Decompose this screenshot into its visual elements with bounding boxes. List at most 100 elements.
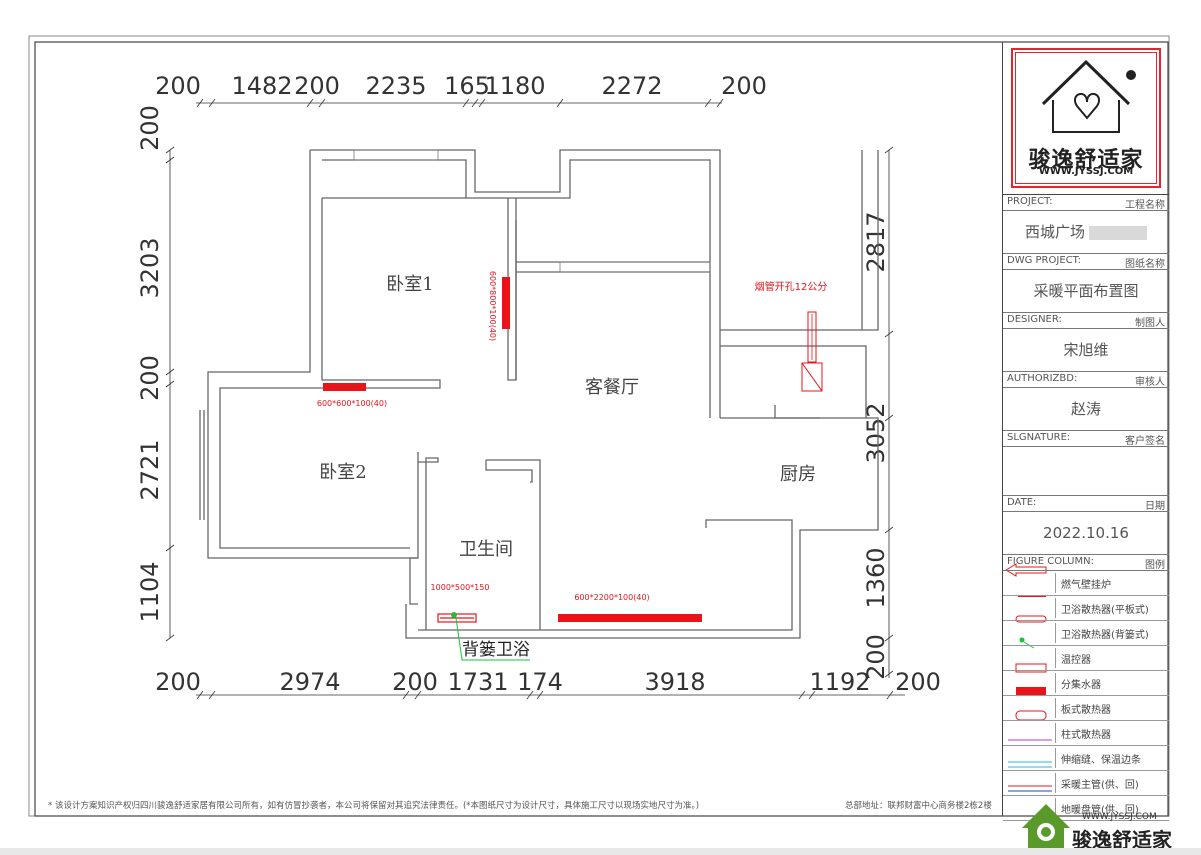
legend-item: 采暖主管(供、回)	[1003, 771, 1169, 796]
legend-item: 地暖盘管(供、回)	[1003, 796, 1169, 821]
project-value: 西城广场	[1003, 211, 1169, 254]
radiator-living-label: 600*2200*100(40)	[574, 593, 649, 602]
designer-header: DESIGNER:制图人	[1003, 313, 1169, 329]
footer-note: * 该设计方案知识产权归四川骏逸舒适家居有限公司所有，如有仿冒抄袭者，本公司将保…	[48, 801, 700, 811]
legend-item: 柱式散热器	[1003, 721, 1169, 746]
thermostat-icon	[1005, 648, 1056, 668]
dim-bottom-1: 2974	[279, 668, 340, 696]
date-header: DATE:日期	[1003, 496, 1169, 512]
dim-right-2: 1360	[862, 547, 890, 608]
legend-label: 板式散热器	[1061, 705, 1111, 716]
dim-bottom-3: 1731	[447, 668, 508, 696]
bath-radiator-flat-icon	[1005, 598, 1056, 618]
dim-top-7: 200	[721, 72, 767, 100]
dim-left-0: 200	[136, 105, 164, 151]
dim-left-2: 200	[136, 355, 164, 401]
dim-right-0: 2817	[862, 211, 890, 272]
dwg-value: 采暖平面布置图	[1003, 270, 1169, 313]
room-label-living: 客餐厅	[585, 377, 639, 398]
dwg-header: DWG PROJECT:图纸名称	[1003, 254, 1169, 270]
title-block: 骏逸舒适家 WWW.JYSSJ.COM PROJECT:工程名称 西城广场 DW…	[1002, 42, 1169, 821]
boiler-icon	[1005, 573, 1056, 593]
date-value: 2022.10.16	[1003, 512, 1169, 555]
auth-value: 赵涛	[1003, 388, 1169, 431]
dim-top-6: 2272	[601, 72, 662, 100]
legend-symbols	[1005, 563, 1052, 792]
legend-label: 采暖主管(供、回)	[1061, 780, 1139, 791]
radiator-bedroom1-horizontal-label: 600*600*100(40)	[317, 399, 387, 408]
dimension-lines	[165, 98, 905, 700]
radiator-bedroom1-vertical-label: 600*800*100(40)	[488, 271, 497, 341]
drawing-border	[34, 41, 1169, 817]
windows	[353, 149, 711, 273]
room-label-bedroom2: 卧室2	[319, 462, 366, 483]
boiler-icon	[801, 311, 823, 392]
bath-radiator-basket-icon	[1005, 623, 1056, 643]
dim-left-4: 1104	[136, 561, 164, 622]
legend-item: 卫浴散热器(背篓式)	[1003, 621, 1169, 646]
dim-top-1: 1482	[231, 72, 292, 100]
dim-bottom-5: 3918	[644, 668, 705, 696]
watermark: WWW.JYSSJ.COM 骏逸舒适家	[1018, 794, 1193, 852]
logo-url: WWW.JYSSJ.COM	[1038, 166, 1134, 177]
column-radiator-icon	[1005, 723, 1056, 743]
dim-bottom-0: 200	[155, 668, 201, 696]
radiator-living	[558, 614, 702, 622]
dim-right-1: 3052	[862, 402, 890, 463]
legend-label: 温控器	[1061, 655, 1091, 666]
legend-item: 温控器	[1003, 646, 1169, 671]
dim-top-4: 165	[444, 72, 490, 100]
room-label-bathroom: 卫生间	[459, 539, 513, 560]
dim-bottom-7: 200	[895, 668, 941, 696]
bottom-bar	[0, 848, 1201, 855]
figure-header: FIGURE COLUMN:图例	[1003, 555, 1169, 571]
watermark-house-icon	[1022, 804, 1070, 850]
dim-right-3: 200	[862, 634, 890, 680]
watermark-url: WWW.JYSSJ.COM	[1082, 812, 1157, 822]
room-label-kitchen: 厨房	[780, 464, 816, 485]
signature-value	[1003, 447, 1169, 496]
radiator-bathroom-label: 1000*500*150	[431, 583, 490, 592]
legend-label: 卫浴散热器(背篓式)	[1061, 630, 1149, 641]
radiator-bedroom1-vertical	[502, 277, 510, 329]
legend-label: 燃气壁挂炉	[1061, 580, 1111, 591]
legend-label: 伸缩缝、保温边条	[1061, 755, 1141, 766]
dim-top-2: 200	[294, 72, 340, 100]
radiator-bedroom1-horizontal	[323, 383, 366, 391]
house-logo-icon	[1041, 59, 1136, 133]
legend-item: 伸缩缝、保温边条	[1003, 746, 1169, 771]
chimney-note: 烟管开孔12公分	[755, 280, 828, 293]
walls	[199, 149, 879, 639]
dim-left-1: 3203	[136, 237, 164, 298]
legend-item: 燃气壁挂炉	[1003, 571, 1169, 596]
legend-label: 分集水器	[1061, 680, 1101, 691]
panel-radiator-icon	[1005, 698, 1056, 718]
floor-pipe-icon	[1005, 798, 1056, 818]
dim-top-5: 1180	[484, 72, 545, 100]
legend-item: 分集水器	[1003, 671, 1169, 696]
dim-top-0: 200	[155, 72, 201, 100]
main-pipe-icon	[1005, 773, 1056, 793]
dim-bottom-6: 1192	[809, 668, 870, 696]
auth-header: AUTHORIZBD:审核人	[1003, 372, 1169, 388]
room-label-bedroom1: 卧室1	[386, 274, 433, 295]
footer-address: 总部地址：联邦财富中心商务楼2栋2楼	[845, 801, 992, 811]
legend: 燃气壁挂炉卫浴散热器(平板式) 卫浴散热器(背篓式) 温控器分集水器板式散热器柱式散…	[1003, 571, 1169, 821]
manifold-icon	[1005, 673, 1056, 693]
bath-type-label: 背篓卫浴	[462, 640, 530, 660]
dim-bottom-4: 174	[517, 668, 563, 696]
thermostat-icon	[451, 612, 530, 661]
project-header: PROJECT:工程名称	[1003, 195, 1169, 211]
dim-top-3: 2235	[365, 72, 426, 100]
dim-left-3: 2721	[136, 439, 164, 500]
radiator-bathroom	[437, 613, 477, 623]
company-logo: 骏逸舒适家 WWW.JYSSJ.COM	[1003, 42, 1169, 195]
legend-item: 板式散热器	[1003, 696, 1169, 721]
legend-item: 卫浴散热器(平板式)	[1003, 596, 1169, 621]
expansion-joint-icon	[1005, 748, 1056, 768]
dim-bottom-2: 200	[392, 668, 438, 696]
legend-label: 地暖盘管(供、回)	[1061, 805, 1139, 816]
